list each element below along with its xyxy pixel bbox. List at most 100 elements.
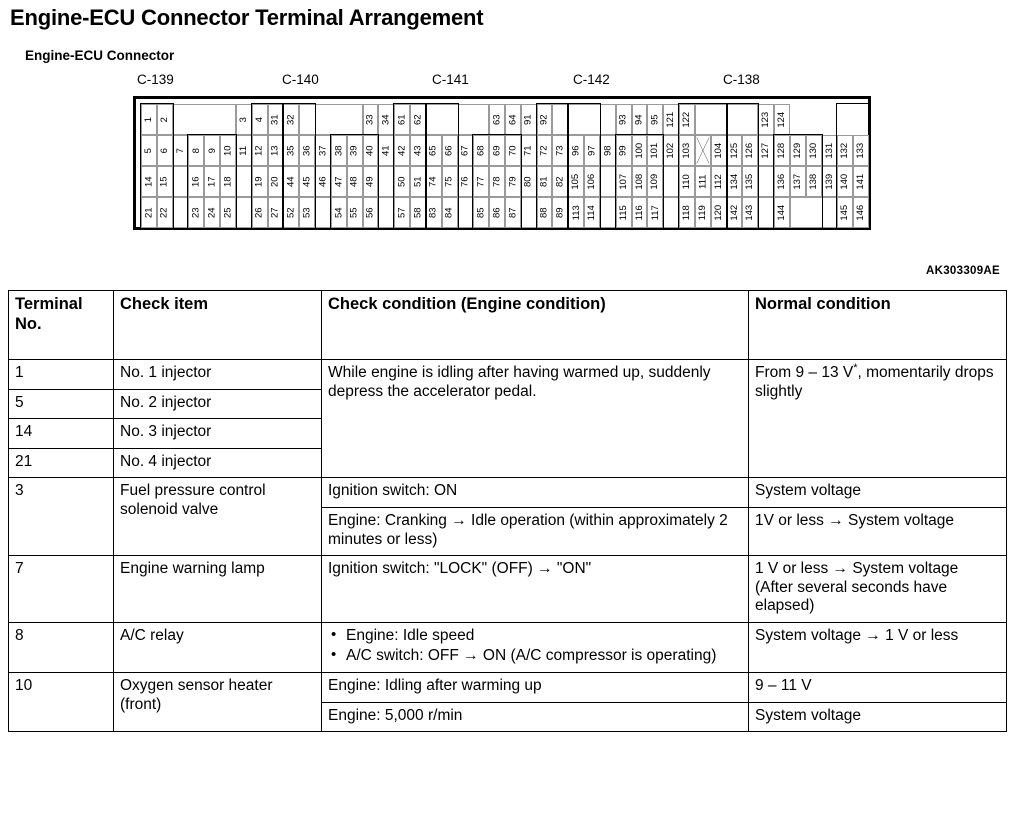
pin-cell: 112	[710, 166, 727, 197]
pin-number: 13	[269, 145, 281, 156]
pin-number: 58	[412, 207, 424, 218]
pin-number: 133	[855, 142, 867, 159]
pin-number: 75	[443, 176, 455, 187]
pin-cell: 40	[362, 135, 379, 166]
pin-number: 98	[602, 145, 614, 156]
pin-number: 65	[428, 145, 440, 156]
pin-cell: 68	[473, 135, 490, 166]
pin-cell-blank	[758, 166, 775, 197]
pin-cell: 43	[410, 135, 426, 166]
pin-number: 48	[348, 176, 360, 187]
pin-cell: 81	[536, 166, 553, 197]
pin-number: 138	[807, 173, 819, 190]
pin-cell: 142	[726, 197, 743, 228]
pin-number: 19	[253, 176, 265, 187]
pin-cell: 137	[789, 166, 806, 197]
pin-number: 99	[617, 145, 629, 156]
pin-number: 69	[491, 145, 503, 156]
pin-cell: 26	[251, 197, 268, 228]
pin-number: 122	[681, 111, 693, 128]
pin-cell-blank	[694, 104, 759, 135]
pin-number: 112	[712, 173, 724, 190]
pin-cell: 5	[141, 135, 157, 166]
pin-cell: 54	[330, 197, 347, 228]
pin-cell: 22	[156, 197, 173, 228]
pin-cell: 65	[425, 135, 442, 166]
pin-cell: 50	[394, 166, 411, 197]
pin-cell: 17	[204, 166, 221, 197]
pin-number: 6	[158, 147, 170, 154]
cell-check-item: No. 2 injector	[113, 388, 322, 420]
cell-check-condition: Engine: 5,000 r/min	[321, 701, 749, 733]
pin-cell: 125	[726, 135, 743, 166]
cell-normal-condition: System voltage → 1 V or less	[748, 621, 1007, 674]
pin-number: 91	[522, 114, 534, 125]
pin-number: 73	[554, 145, 566, 156]
connector-label-c142: C-142	[573, 72, 610, 87]
pin-cell-blank	[663, 166, 680, 197]
pin-cell-blank	[599, 197, 616, 228]
header-check-condition: Check condition (Engine condition)	[321, 290, 749, 360]
pin-number: 70	[507, 145, 519, 156]
pin-cell: 145	[837, 197, 854, 228]
pin-cell: 23	[188, 197, 205, 228]
cell-terminal-no: 5	[8, 388, 114, 420]
pin-number: 105	[570, 173, 582, 190]
cell-check-condition: Engine: Idle speedA/C switch: OFF → ON (…	[321, 621, 749, 674]
cell-normal-condition: 9 – 11 V	[748, 672, 1007, 703]
connector-label-c138: C-138	[723, 72, 760, 87]
pin-number: 85	[475, 207, 487, 218]
pin-cell: 116	[631, 197, 648, 228]
pin-cell: 62	[410, 104, 426, 135]
pin-number: 78	[491, 176, 503, 187]
pin-number: 113	[570, 204, 582, 221]
pin-cell-blank	[758, 197, 775, 228]
pin-number: 88	[538, 207, 550, 218]
figure-reference-code: AK303309AE	[926, 265, 1000, 277]
pin-number: 145	[839, 204, 851, 221]
pin-number: 38	[333, 145, 345, 156]
pin-number: 84	[443, 207, 455, 218]
pin-number: 50	[396, 176, 408, 187]
pin-cell: 92	[536, 104, 553, 135]
pin-number: 47	[333, 176, 345, 187]
pin-number: 93	[617, 114, 629, 125]
pin-cell: 49	[362, 166, 379, 197]
pin-number: 64	[507, 114, 519, 125]
pin-cell: 141	[853, 166, 869, 197]
pin-crossed-out	[694, 135, 711, 166]
pin-cell: 74	[425, 166, 442, 197]
pin-cell: 134	[726, 166, 743, 197]
pin-cell: 71	[520, 135, 537, 166]
pin-cell: 105	[568, 166, 585, 197]
pin-cell: 56	[362, 197, 379, 228]
pin-number: 27	[269, 207, 281, 218]
cell-normal-condition: From 9 – 13 V*, momentarily drops slight…	[748, 358, 1007, 479]
pin-cell: 64	[505, 104, 521, 135]
pin-cell: 126	[742, 135, 759, 166]
pin-cell-blank	[663, 197, 680, 228]
pin-number: 134	[728, 173, 740, 190]
pin-cell-blank	[172, 166, 189, 197]
pin-number: 82	[554, 176, 566, 187]
pin-number: 108	[633, 173, 645, 190]
pin-cell: 85	[473, 197, 490, 228]
pin-number: 34	[380, 114, 392, 125]
pin-cell: 136	[774, 166, 790, 197]
connector-label-c139: C-139	[137, 72, 174, 87]
pin-number: 43	[412, 145, 424, 156]
pin-number: 132	[839, 142, 851, 159]
pin-cell-blank	[599, 166, 616, 197]
pin-number: 97	[586, 145, 598, 156]
pin-cell: 76	[457, 166, 474, 197]
pin-number: 94	[633, 114, 645, 125]
pin-number: 22	[158, 207, 170, 218]
connector-label-c140: C-140	[282, 72, 319, 87]
cell-check-condition: Ignition switch: ON	[321, 477, 749, 508]
pin-cell-blank	[457, 197, 474, 228]
